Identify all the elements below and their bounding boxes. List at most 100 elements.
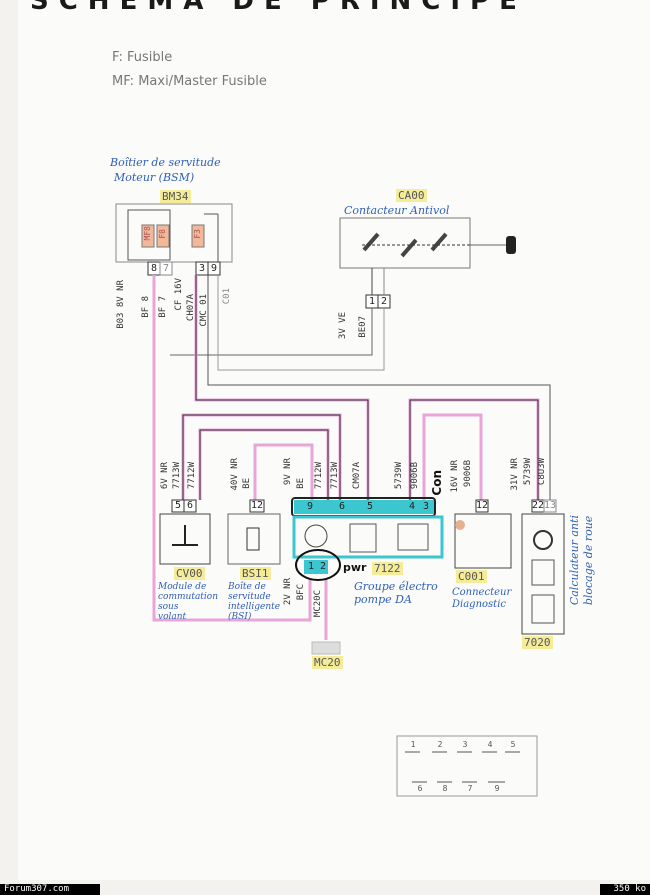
fuse-slot-4: 4 (487, 740, 493, 749)
bsi-wire-40v: 40V NR (230, 458, 240, 491)
fuse-slot-6: 6 (417, 784, 423, 793)
mc20-code: MC20 (312, 656, 343, 669)
bsm-box (115, 203, 233, 263)
bsi-box (227, 513, 281, 565)
bsm-wire-cf16v: CF 16V (174, 278, 184, 311)
fuse-table-box (396, 735, 538, 797)
bsm-pin-7-label: 7 (162, 263, 170, 274)
abs-pin-22-label: 22 (532, 500, 545, 511)
cv00-box (159, 513, 211, 565)
abs-pin-13-label: 13 (544, 500, 557, 511)
pump-pin-9: 9 (306, 501, 314, 512)
pump-pin-6: 6 (338, 501, 346, 512)
fuse-slot-2: 2 (437, 740, 443, 749)
pump-pin-2: 2 (319, 561, 327, 572)
c001-wire-16v: 16V NR (450, 460, 460, 493)
antivol-wire-be07: BE07 (358, 316, 368, 338)
fuse-slot-5: 5 (510, 740, 516, 749)
bsm-pin-7 (159, 261, 173, 276)
pump-chip-icon (349, 523, 377, 553)
fuse-f3-label: F3 (193, 229, 202, 239)
c001-pin-12 (475, 499, 489, 513)
bsm-inner (127, 209, 171, 261)
pump-code: 7122 (372, 562, 403, 575)
antivol-pin-2-label: 2 (380, 296, 388, 307)
antivol-box (339, 217, 471, 269)
pump-wire-mc20c: MC20C (313, 590, 323, 618)
pump-wire-9v: 9V NR (283, 458, 293, 486)
pwr-annotation: pwr (343, 561, 367, 574)
cv00-wire-7713w: 7713W (172, 462, 182, 490)
bsi-pin-12-label: 12 (250, 500, 264, 511)
pump-motor-icon (304, 524, 328, 548)
cv00-wire-6v: 6V NR (160, 462, 170, 490)
bsm-pin-8-label: 8 (150, 263, 158, 274)
fuse-slot-7: 7 (467, 784, 473, 793)
cv00-pin-6 (183, 499, 197, 513)
pump-wire-9006b: 9006B (410, 462, 420, 490)
mc20-ground (311, 641, 341, 655)
pump-wire-2v: 2V NR (283, 578, 293, 606)
abs-wire-5739w: 5739W (523, 458, 533, 486)
fuse-f8-label: F8 (158, 229, 167, 239)
bsm-wire-ch07a: CH07A (186, 294, 196, 322)
fuse-slot-9: 9 (494, 784, 500, 793)
abs-box (521, 513, 565, 635)
bsm-label-line1: Boîtier de servitude (110, 156, 221, 169)
bsm-code: BM34 (160, 190, 191, 203)
fuse-f3 (191, 224, 205, 248)
bsm-wire-cmc01: CMC 01 (199, 294, 209, 327)
bsm-wire-bf7: BF 7 (158, 296, 168, 318)
cv00-wire-7712w: 7712W (187, 462, 197, 490)
abs-wire-c8u3w: C8U3W (537, 458, 547, 486)
abs-sensor-icon (533, 530, 553, 550)
antivol-wire-3v: 3V VE (338, 312, 348, 340)
fuse-slot-1: 1 (410, 740, 416, 749)
abs-chip-icon (531, 559, 555, 586)
c001-pin-12-label: 12 (476, 500, 489, 511)
page-title: SCHEMA DE PRINCIPE (30, 0, 527, 16)
c001-box (454, 513, 512, 569)
chip-icon (246, 527, 260, 551)
legend-maxi-fuse: MF: Maxi/Master Fusible (112, 74, 267, 89)
pump-wire-cm07a: CM07A (352, 462, 362, 490)
pump-box (292, 515, 444, 559)
pump-bottom-connector (304, 560, 328, 574)
abs-code: 7020 (522, 636, 553, 649)
bsm-wire-b03: B03 8V NR (116, 280, 126, 329)
pump-wire-be: BE (296, 478, 306, 489)
pump-wire-7712w: 7712W (314, 462, 324, 490)
pump-top-connector (294, 500, 434, 514)
abs-valve-icon (531, 594, 555, 624)
diag-dot (455, 520, 465, 530)
cv00-pin-5-label: 5 (174, 500, 182, 511)
bsm-pin-9-label: 9 (210, 263, 218, 274)
bsi-wire-be: BE (242, 478, 252, 489)
paper-sheet (18, 0, 650, 880)
abs-pin-13 (543, 499, 557, 513)
bsm-wire-c01: C01 (222, 288, 232, 305)
pwr-circle (295, 549, 341, 581)
pump-wire-5739w: 5739W (394, 462, 404, 490)
bsm-label-line2: Moteur (BSM) (114, 171, 195, 184)
antivol-pin-1-label: 1 (368, 296, 376, 307)
pump-gauge-icon (397, 523, 429, 551)
pump-wire-7713w: 7713W (330, 462, 340, 490)
pump-pin-4: 4 (408, 501, 416, 512)
pump-pin-1: 1 (307, 561, 315, 572)
pump-pin-3: 3 (422, 501, 430, 512)
legend-fuse: F: Fusible (112, 50, 173, 65)
abs-wire-31v: 31V NR (510, 458, 520, 491)
steering-icon (172, 525, 198, 546)
bsi-pin-12 (249, 499, 265, 513)
fuse-slot-8: 8 (442, 784, 448, 793)
c001-wire-9006b: 9006B (463, 460, 473, 488)
pump-wire-bfc: BFC (296, 584, 306, 601)
antivol-code: CA00 (396, 189, 427, 202)
